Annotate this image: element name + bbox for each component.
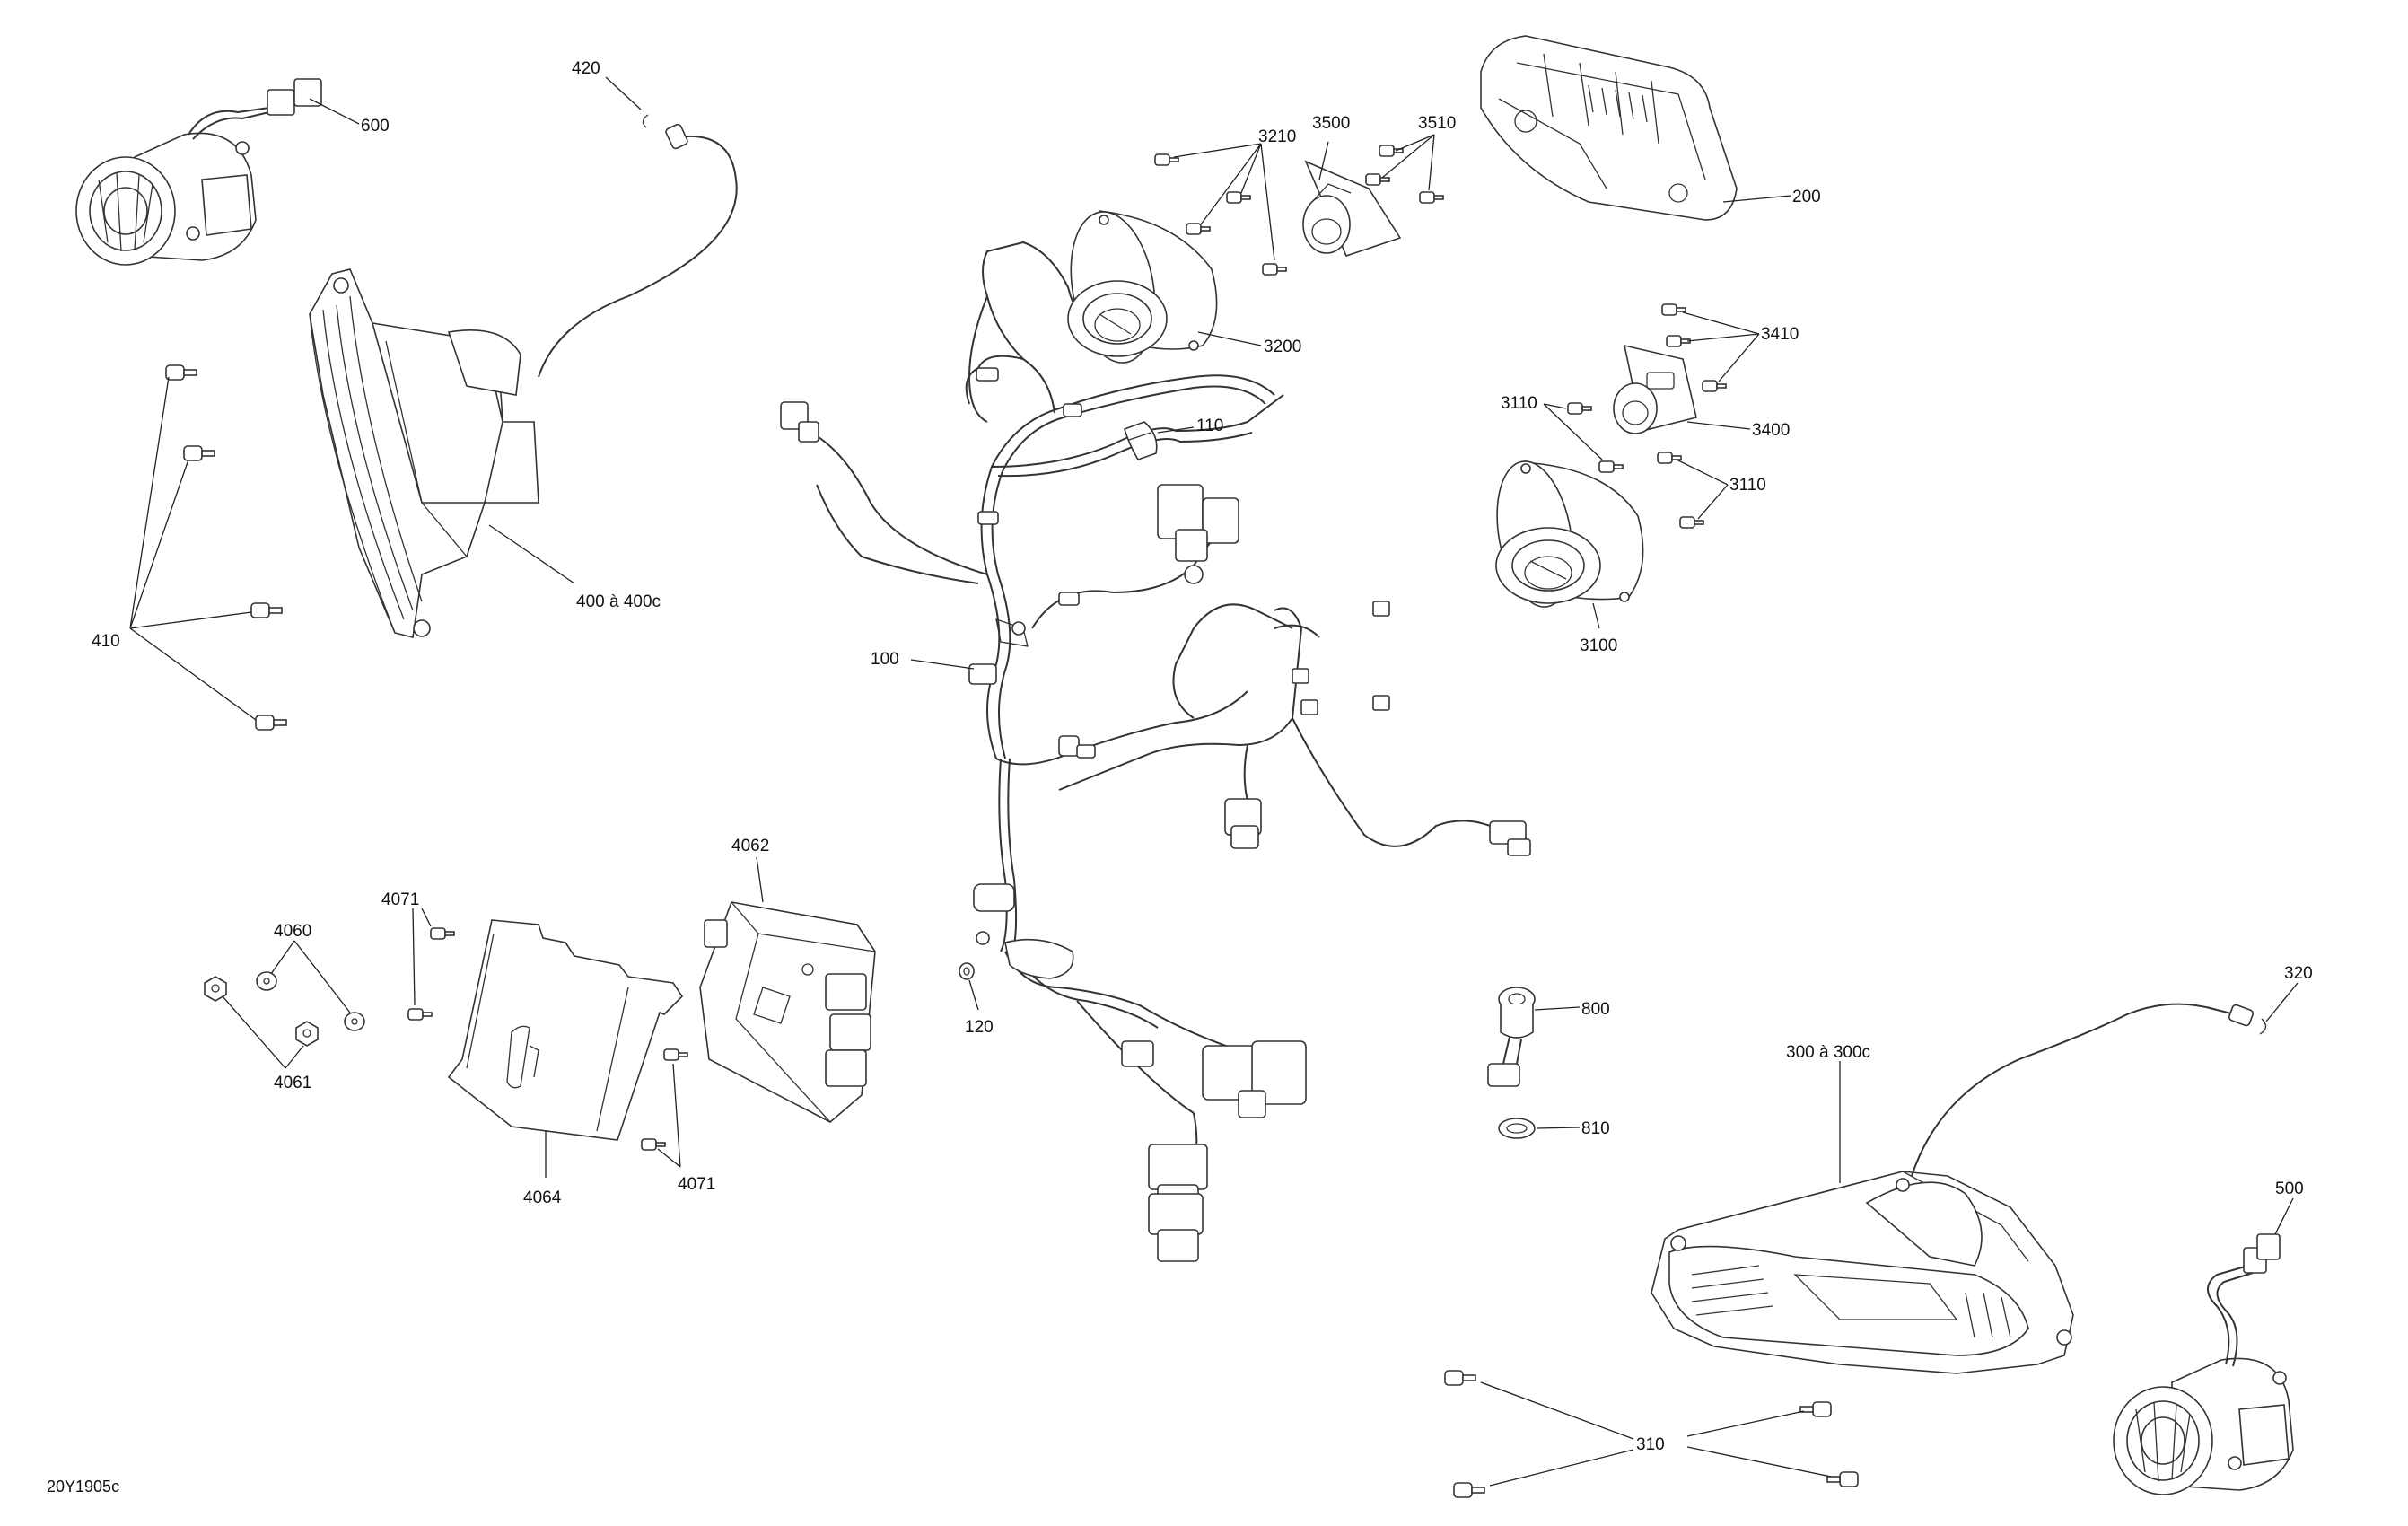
svg-text:800: 800 — [1581, 1000, 1610, 1019]
callout-3110b: 3110 — [1676, 459, 1766, 520]
svg-text:600: 600 — [361, 117, 390, 136]
callout-3500: 3500 — [1312, 114, 1350, 180]
svg-text:110: 110 — [1196, 417, 1223, 435]
cluster-200 — [1480, 35, 1738, 221]
wiring-harness-100 — [780, 241, 1531, 1262]
svg-text:410: 410 — [92, 632, 120, 651]
screws-3110 — [1567, 402, 1704, 529]
svg-text:400 à 400c: 400 à 400c — [576, 592, 661, 611]
callout-300: 300 à 300c — [1786, 1043, 1870, 1183]
cable-clip-420 — [538, 114, 738, 378]
svg-text:300 à 300c: 300 à 300c — [1786, 1043, 1870, 1062]
callout-4064: 4064 — [523, 1131, 562, 1207]
callout-100: 100 — [871, 650, 975, 670]
callout-310: 310 — [1480, 1381, 1832, 1487]
callout-810: 810 — [1536, 1119, 1610, 1138]
module-4062 — [699, 901, 876, 1123]
socket-800 — [1487, 987, 1536, 1087]
callout-3410: 3410 — [1682, 311, 1799, 382]
svg-text:810: 810 — [1581, 1119, 1610, 1138]
svg-text:310: 310 — [1636, 1435, 1665, 1454]
screws-3210 — [1154, 153, 1287, 276]
washer-120 — [959, 962, 975, 980]
svg-text:3110: 3110 — [1729, 476, 1766, 495]
callout-4061: 4061 — [222, 995, 311, 1092]
svg-text:4060: 4060 — [274, 922, 311, 941]
clip-110 — [1124, 421, 1158, 460]
svg-text:3410: 3410 — [1761, 325, 1799, 344]
callout-120: 120 — [965, 979, 994, 1037]
callout-3110a: 3110 — [1501, 394, 1603, 460]
svg-text:320: 320 — [2284, 964, 2313, 983]
svg-text:3210: 3210 — [1258, 127, 1296, 146]
callout-420: 420 — [572, 59, 642, 110]
drawing-code: 20Y1905c — [47, 1478, 119, 1495]
cable-clip-320 — [1911, 1003, 2267, 1177]
svg-text:4062: 4062 — [731, 837, 769, 855]
screws-3510 — [1365, 145, 1444, 204]
washers-4060 — [256, 971, 365, 1031]
callout-3200: 3200 — [1197, 331, 1301, 356]
screws-4071 — [407, 927, 688, 1151]
callout-4071b: 4071 — [657, 1063, 715, 1194]
svg-text:4071: 4071 — [678, 1175, 715, 1194]
svg-text:3200: 3200 — [1264, 338, 1301, 356]
screws-310 — [1444, 1370, 1859, 1498]
svg-text:4064: 4064 — [523, 1188, 562, 1207]
fog-light-600 — [75, 78, 322, 266]
svg-text:200: 200 — [1792, 188, 1821, 206]
svg-text:4061: 4061 — [274, 1074, 311, 1092]
svg-text:3500: 3500 — [1312, 114, 1350, 133]
fog-light-500 — [2113, 1233, 2294, 1495]
bracket-4064 — [447, 919, 684, 1141]
callout-4060: 4060 — [270, 922, 351, 1013]
screws-3410 — [1661, 303, 1727, 392]
svg-text:3400: 3400 — [1752, 421, 1790, 440]
callout-3510: 3510 — [1381, 114, 1456, 191]
callout-110: 110 — [1157, 417, 1223, 435]
callout-3100: 3100 — [1580, 602, 1617, 655]
callout-600: 600 — [309, 98, 390, 136]
callout-400: 400 à 400c — [488, 524, 661, 611]
callout-4062: 4062 — [731, 837, 769, 903]
callout-3400: 3400 — [1686, 421, 1790, 440]
nuts-4061 — [204, 976, 319, 1047]
callout-500: 500 — [2274, 1180, 2304, 1235]
callout-320: 320 — [2265, 964, 2313, 1022]
svg-text:4071: 4071 — [381, 890, 419, 909]
callout-200: 200 — [1722, 188, 1821, 206]
callout-800: 800 — [1534, 1000, 1610, 1019]
callout-410: 410 — [92, 376, 257, 721]
tweeter-3400 — [1613, 344, 1697, 434]
speaker-3200 — [1067, 210, 1218, 364]
svg-text:100: 100 — [871, 650, 899, 669]
headlamp-400 — [309, 268, 539, 638]
headlamp-300 — [1651, 1171, 2074, 1374]
speaker-3100 — [1495, 460, 1644, 608]
svg-text:3100: 3100 — [1580, 636, 1617, 655]
callout-3210: 3210 — [1173, 127, 1296, 261]
svg-text:3510: 3510 — [1418, 114, 1456, 133]
svg-text:120: 120 — [965, 1018, 994, 1037]
svg-text:500: 500 — [2275, 1180, 2304, 1198]
svg-text:420: 420 — [572, 59, 600, 78]
callout-4071a: 4071 — [381, 890, 432, 1006]
screws-410 — [165, 364, 287, 731]
nut-810 — [1498, 1118, 1536, 1139]
tweeter-3500 — [1302, 160, 1402, 257]
svg-text:3110: 3110 — [1501, 394, 1537, 413]
